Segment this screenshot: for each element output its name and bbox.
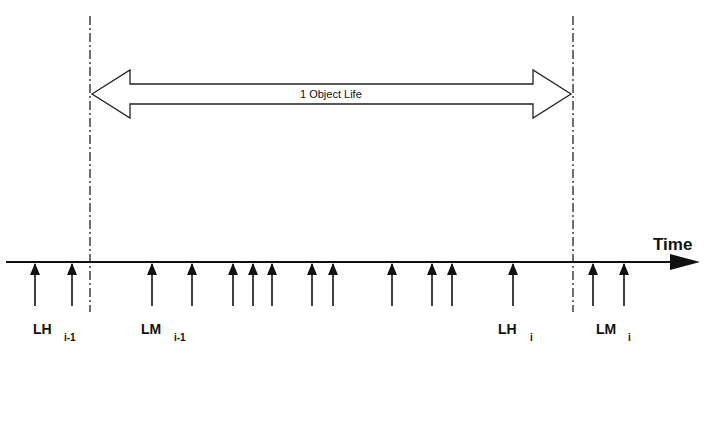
request-arrow xyxy=(592,264,594,306)
request-arrow xyxy=(34,264,36,306)
request-arrow xyxy=(151,264,153,306)
life-boundary xyxy=(89,16,90,312)
request-arrow xyxy=(252,264,254,306)
life-boundary xyxy=(572,16,573,312)
request-arrow xyxy=(512,264,514,306)
event-subscript: i xyxy=(628,333,631,343)
request-arrow xyxy=(451,264,453,306)
request-arrows xyxy=(35,264,624,306)
request-arrow xyxy=(623,264,625,306)
event-subscript: i-1 xyxy=(174,333,186,343)
request-arrow xyxy=(332,264,334,306)
request-arrow xyxy=(191,264,193,306)
request-arrow xyxy=(431,264,433,306)
event-label: LH xyxy=(33,322,52,336)
event-label: LH xyxy=(498,322,517,336)
request-arrow xyxy=(311,264,313,306)
life-span-arrow xyxy=(92,70,571,118)
event-label: LM xyxy=(596,322,616,336)
event-label: LM xyxy=(141,322,161,336)
axis-label: Time xyxy=(653,236,692,253)
request-arrow xyxy=(232,264,234,306)
time-axis-head xyxy=(670,254,700,270)
span-label: 1 Object Life xyxy=(300,89,362,100)
event-subscript: i-1 xyxy=(64,333,76,343)
request-arrow xyxy=(71,264,73,306)
time-axis xyxy=(6,261,682,263)
event-subscript: i xyxy=(530,333,533,343)
request-arrow xyxy=(391,264,393,306)
request-arrow xyxy=(271,264,273,306)
